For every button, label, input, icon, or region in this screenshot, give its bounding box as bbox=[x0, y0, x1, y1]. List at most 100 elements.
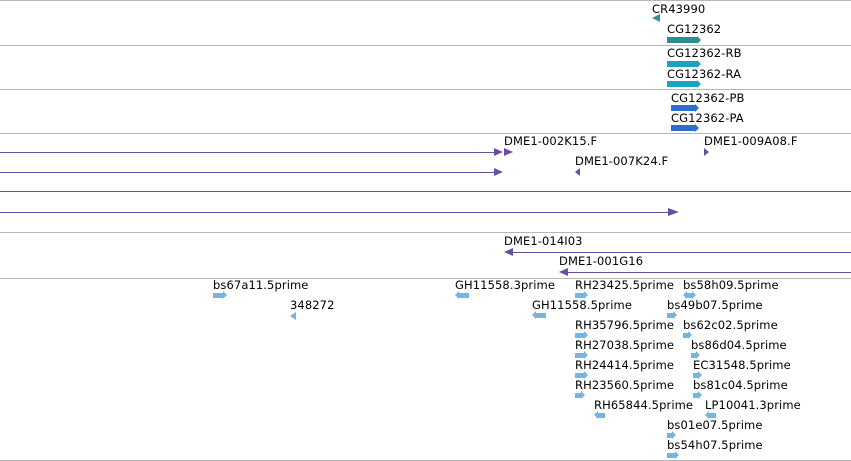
est-feature-glyph[interactable] bbox=[575, 373, 584, 378]
clone-end-glyph[interactable] bbox=[494, 168, 503, 176]
est-feature-glyph[interactable] bbox=[213, 293, 223, 298]
strand-arrow-icon bbox=[697, 80, 701, 88]
est-feature-glyph[interactable] bbox=[575, 393, 581, 398]
feature-label: bs01e07.5prime bbox=[667, 418, 763, 432]
feature-label: DME1-007K24.F bbox=[575, 154, 669, 168]
est-feature-glyph[interactable] bbox=[683, 333, 688, 338]
feature-label: RH24414.5prime bbox=[575, 358, 675, 372]
clone-span-line[interactable] bbox=[568, 272, 851, 273]
est-feature-glyph[interactable] bbox=[598, 413, 605, 418]
feature-label: DME1-002K15.F bbox=[504, 134, 598, 148]
feature-label: CG12362-PA bbox=[671, 111, 744, 125]
est-feature-glyph[interactable] bbox=[687, 293, 692, 298]
est-feature-glyph[interactable] bbox=[667, 313, 673, 318]
clone-end-glyph[interactable] bbox=[504, 248, 513, 256]
feature-label: bs67a11.5prime bbox=[213, 278, 309, 292]
feature-label: bs62c02.5prime bbox=[683, 318, 778, 332]
est-feature-glyph[interactable] bbox=[536, 313, 546, 318]
feature-label: bs81c04.5prime bbox=[693, 378, 788, 392]
strand-arrow-icon bbox=[697, 36, 701, 44]
feature-label: RH65844.5prime bbox=[594, 398, 694, 412]
strand-arrow-icon bbox=[584, 351, 588, 359]
feature-label: CR43990 bbox=[652, 2, 706, 16]
feature-label: GH11558.5prime bbox=[532, 298, 633, 312]
clone-span-line[interactable] bbox=[513, 252, 851, 253]
track-separator bbox=[0, 232, 851, 233]
strand-arrow-icon bbox=[532, 311, 536, 319]
clone-span-line[interactable] bbox=[0, 212, 668, 213]
feature-label: RH23425.5prime bbox=[575, 278, 675, 292]
strand-arrow-icon bbox=[581, 391, 585, 399]
est-feature-glyph[interactable] bbox=[290, 312, 296, 320]
est-feature-glyph[interactable] bbox=[693, 393, 698, 398]
strand-arrow-icon bbox=[695, 104, 699, 112]
feature-label: RH27038.5prime bbox=[575, 338, 675, 352]
est-feature-glyph[interactable] bbox=[667, 433, 672, 438]
feature-label: CG12362-RB bbox=[667, 46, 742, 60]
feature-label: bs54h07.5prime bbox=[667, 438, 763, 452]
est-feature-glyph[interactable] bbox=[459, 293, 469, 298]
track-separator bbox=[0, 89, 851, 90]
track-separator bbox=[0, 133, 851, 134]
strand-arrow-icon bbox=[698, 371, 702, 379]
strand-arrow-icon bbox=[692, 291, 696, 299]
strand-arrow-icon bbox=[223, 291, 227, 299]
strand-arrow-icon bbox=[455, 291, 459, 299]
strand-arrow-icon bbox=[594, 411, 598, 419]
strand-arrow-icon bbox=[584, 371, 588, 379]
est-feature-glyph[interactable] bbox=[575, 333, 584, 338]
track-separator bbox=[0, 278, 851, 279]
clone-end-glyph[interactable] bbox=[575, 168, 580, 176]
strand-arrow-icon bbox=[697, 60, 701, 68]
feature-label: RH23560.5prime bbox=[575, 378, 675, 392]
strand-arrow-icon bbox=[584, 331, 588, 339]
feature-label: GH11558.3prime bbox=[455, 278, 556, 292]
strand-arrow-icon bbox=[672, 431, 676, 439]
est-feature-glyph[interactable] bbox=[667, 453, 675, 458]
strand-arrow-icon bbox=[698, 391, 702, 399]
strand-arrow-icon bbox=[683, 291, 687, 299]
est-feature-glyph[interactable] bbox=[693, 373, 698, 378]
est-feature-glyph[interactable] bbox=[575, 293, 584, 298]
feature-label: EC31548.5prime bbox=[693, 358, 791, 372]
feature-label: bs58h09.5prime bbox=[683, 278, 779, 292]
strand-arrow-icon bbox=[705, 411, 709, 419]
strand-arrow-icon bbox=[673, 311, 677, 319]
feature-label: 348272 bbox=[290, 298, 335, 312]
feature-label: CG12362-PB bbox=[671, 91, 745, 105]
feature-label: DME1-009A08.F bbox=[704, 134, 798, 148]
feature-label: RH35796.5prime bbox=[575, 318, 675, 332]
clone-end-glyph[interactable] bbox=[559, 268, 568, 276]
feature-label: CG12362-RA bbox=[667, 67, 742, 81]
track-separator bbox=[0, 0, 851, 1]
est-feature-glyph[interactable] bbox=[709, 413, 716, 418]
clone-end-glyph[interactable] bbox=[504, 148, 513, 156]
feature-label: bs49b07.5prime bbox=[667, 298, 763, 312]
clone-span-line[interactable] bbox=[0, 172, 494, 173]
est-feature-glyph[interactable] bbox=[691, 353, 696, 358]
strand-arrow-icon bbox=[584, 291, 588, 299]
feature-label: LP10041.3prime bbox=[705, 398, 801, 412]
feature-label: CG12362 bbox=[667, 22, 722, 36]
strand-arrow-icon bbox=[695, 124, 699, 132]
clone-span-line[interactable] bbox=[0, 191, 851, 192]
feature-label: bs86d04.5prime bbox=[691, 338, 787, 352]
track-separator bbox=[0, 45, 851, 46]
clone-span-line[interactable] bbox=[0, 152, 494, 153]
protein-feature-glyph[interactable] bbox=[671, 105, 695, 111]
clone-end-glyph[interactable] bbox=[668, 208, 679, 216]
transcript-feature-glyph[interactable] bbox=[667, 61, 697, 67]
feature-label: DME1-001G16 bbox=[559, 254, 644, 268]
strand-arrow-icon bbox=[675, 451, 679, 459]
est-feature-glyph[interactable] bbox=[575, 353, 584, 358]
feature-label: DME1-014I03 bbox=[504, 234, 583, 248]
clone-end-glyph[interactable] bbox=[704, 148, 709, 156]
gene-feature-glyph[interactable] bbox=[667, 37, 697, 43]
transcript-feature-glyph[interactable] bbox=[667, 81, 697, 87]
strand-arrow-icon bbox=[696, 351, 700, 359]
strand-arrow-icon bbox=[688, 331, 692, 339]
protein-feature-glyph[interactable] bbox=[671, 125, 695, 131]
clone-end-glyph[interactable] bbox=[494, 148, 503, 156]
ncrna-feature-glyph[interactable] bbox=[652, 14, 660, 22]
